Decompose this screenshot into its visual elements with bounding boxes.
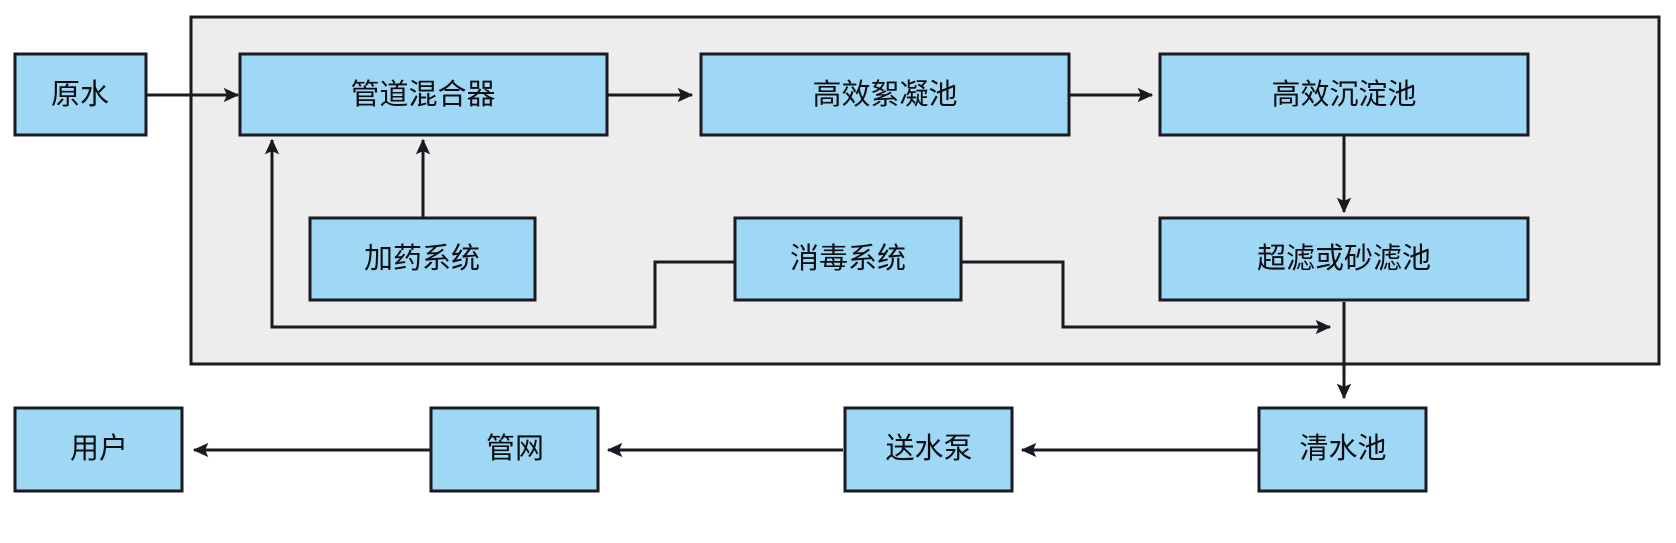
node-pipe-network[interactable]: 管网 bbox=[429, 406, 600, 493]
node-flocculation-tank[interactable]: 高效絮凝池 bbox=[699, 52, 1071, 137]
node-sedimentation-tank[interactable]: 高效沉淀池 bbox=[1158, 52, 1530, 137]
node-disinfection-system-label: 消毒系统 bbox=[790, 241, 906, 275]
node-disinfection-system[interactable]: 消毒系统 bbox=[733, 216, 963, 302]
node-water-pump[interactable]: 送水泵 bbox=[843, 406, 1014, 493]
node-clear-water-tank-label: 清水池 bbox=[1299, 431, 1386, 465]
node-raw-water-label: 原水 bbox=[51, 77, 109, 111]
node-pipeline-mixer-label: 管道混合器 bbox=[350, 77, 495, 111]
node-dosing-system[interactable]: 加药系统 bbox=[308, 216, 537, 302]
node-pipeline-mixer[interactable]: 管道混合器 bbox=[238, 52, 609, 137]
edge-disinfection-system-to-filtration-tank bbox=[960, 260, 1332, 335]
node-water-pump-label: 送水泵 bbox=[885, 431, 972, 465]
edge-disinfection-system-to-pipeline-mixer bbox=[264, 138, 736, 329]
node-user[interactable]: 用户 bbox=[13, 406, 184, 493]
node-user-label: 用户 bbox=[70, 431, 128, 465]
node-filtration-tank[interactable]: 超滤或砂滤池 bbox=[1158, 216, 1530, 302]
node-dosing-system-label: 加药系统 bbox=[364, 241, 480, 275]
node-sedimentation-tank-label: 高效沉淀池 bbox=[1271, 77, 1416, 111]
node-flocculation-tank-label: 高效絮凝池 bbox=[812, 77, 957, 111]
node-raw-water[interactable]: 原水 bbox=[13, 52, 148, 137]
node-filtration-tank-label: 超滤或砂滤池 bbox=[1257, 241, 1431, 275]
node-clear-water-tank[interactable]: 清水池 bbox=[1257, 406, 1428, 493]
node-pipe-network-label: 管网 bbox=[486, 431, 544, 465]
